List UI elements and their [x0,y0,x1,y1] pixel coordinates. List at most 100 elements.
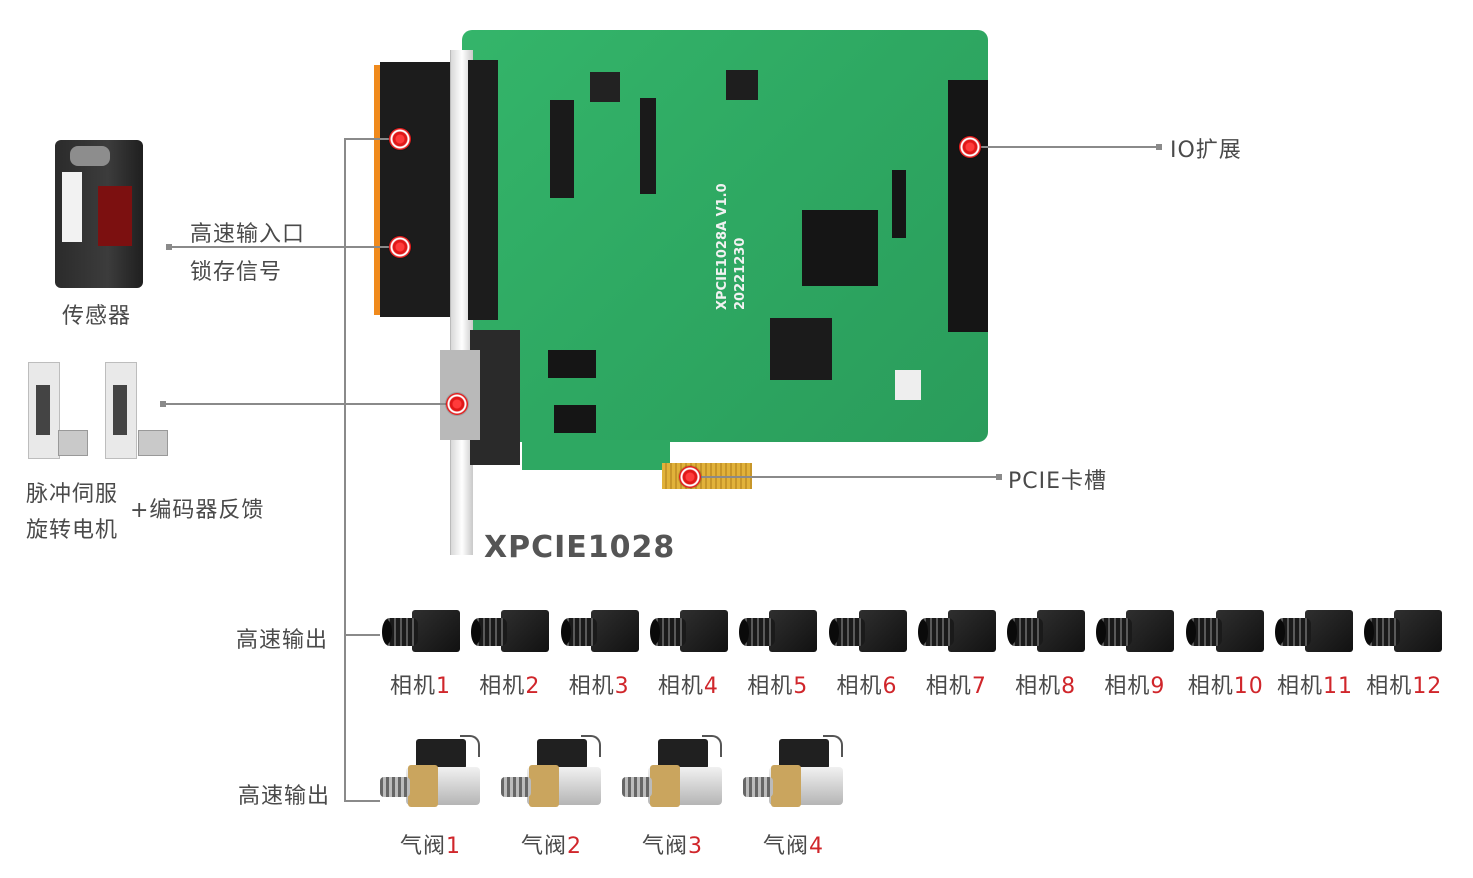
camera-name: 相机 [1187,674,1234,699]
wire-sensor-to-input [170,246,400,248]
valve-name: 气阀 [763,834,810,859]
camera-number: 7 [971,674,987,699]
camera-number: 9 [1150,674,1166,699]
sensor-lens [98,186,132,246]
ic-chip-1 [548,350,596,378]
valve-name: 气阀 [400,834,447,859]
io-expansion-header [948,80,988,332]
power-connector [895,370,921,400]
camera-name: 相机 [836,674,883,699]
servo-label-line2: 旋转电机 [26,518,119,543]
valve-name: 气阀 [521,834,568,859]
pcie-slot-label: PCIE卡槽 [1008,469,1108,494]
marker-db-connector [446,393,468,415]
terminal-orange-tabs [374,65,380,315]
camera-4-label: 相机4 [658,668,719,700]
valve-number: 4 [809,834,825,859]
camera-2-image [471,608,551,654]
servo-drive-2-panel [113,385,127,435]
main-chip [802,210,878,286]
camera-name: 相机 [657,674,704,699]
pin-header [892,170,906,238]
camera-number: 4 [703,674,719,699]
camera-7-image [917,608,998,654]
wire-pcie [690,476,1000,478]
valve-output-label: 高速输出 [238,784,331,809]
camera-number: 8 [1061,674,1077,699]
resistor-array [640,98,656,194]
terminal-header [468,60,498,320]
valve-4-label: 气阀4 [763,828,824,860]
sensor-label: 传感器 [62,304,132,329]
wire-io-expansion [970,146,1160,148]
valve-2-image [499,735,604,820]
marker-io-expansion [959,136,981,158]
camera-9-label: 相机9 [1104,668,1165,700]
camera-11-label: 相机11 [1277,668,1353,700]
camera-7-label: 相机7 [926,668,987,700]
camera-name: 相机 [925,674,972,699]
valve-2-label: 气阀2 [521,828,582,860]
pcb-model-text: XPCIE1028A V1.0 [715,183,730,310]
valve-3-image [620,735,725,820]
camera-name: 相机 [479,674,526,699]
camera-3-label: 相机3 [569,668,630,700]
camera-name: 相机 [747,674,794,699]
valve-number: 1 [446,834,462,859]
camera-number: 1 [436,674,452,699]
main-vertical-wire [344,138,346,802]
io-expansion-label: IO扩展 [1170,138,1242,163]
valve-1-label: 气阀1 [400,828,461,860]
valve-number: 3 [688,834,704,859]
valve-number: 2 [567,834,583,859]
wire-to-valves [344,800,380,802]
io-wire-dot [1156,144,1162,150]
sensor-sticker [62,172,82,242]
optocoupler-array [550,100,574,198]
camera-3-image [560,608,641,654]
wire-to-input-1 [344,138,400,140]
camera-name: 相机 [1366,674,1413,699]
sensor-top-cap [70,146,110,166]
wire-to-cameras [344,634,380,636]
camera-name: 相机 [1015,674,1062,699]
camera-name: 相机 [390,674,437,699]
servo-drive-1 [28,362,60,459]
sensor-wire-dot [166,244,172,250]
valve-3-label: 气阀3 [642,828,703,860]
marker-input-terminal-1 [389,128,411,150]
camera-2-label: 相机2 [479,668,540,700]
camera-name: 相机 [568,674,615,699]
camera-5-label: 相机5 [747,668,808,700]
camera-number: 12 [1412,674,1443,699]
camera-name: 相机 [1277,674,1324,699]
camera-9-image [1096,608,1176,654]
camera-8-label: 相机8 [1015,668,1076,700]
camera-6-label: 相机6 [837,668,898,700]
pcb-date-text: 20221230 [733,237,748,310]
camera-12-label: 相机12 [1366,668,1442,700]
servo-drive-1-panel [36,385,50,435]
valve-name: 气阀 [642,834,689,859]
pcb-lower-tab [522,440,670,470]
camera-4-image [649,608,730,654]
camera-number: 2 [525,674,541,699]
valve-4-image [741,735,846,820]
input-label-line1: 高速输入口 [190,222,306,247]
camera-output-label: 高速输出 [236,628,329,653]
encoder-label: +编码器反馈 [130,498,265,523]
camera-12-image [1364,608,1444,654]
servo-motor-2 [138,430,168,456]
wire-servo-to-db [162,403,458,405]
input-label-line2: 锁存信号 [190,260,283,285]
servo-wire-dot [160,401,166,407]
camera-10-image [1185,608,1266,654]
marker-input-terminal-2 [389,236,411,258]
servo-label-line1: 脉冲伺服 [26,482,119,507]
valve-1-image [378,735,483,820]
inductor [590,72,620,102]
camera-number: 11 [1323,674,1354,699]
pcie-wire-dot [996,474,1002,480]
product-name: XPCIE1028 [484,530,676,565]
dip-switch [726,70,758,100]
